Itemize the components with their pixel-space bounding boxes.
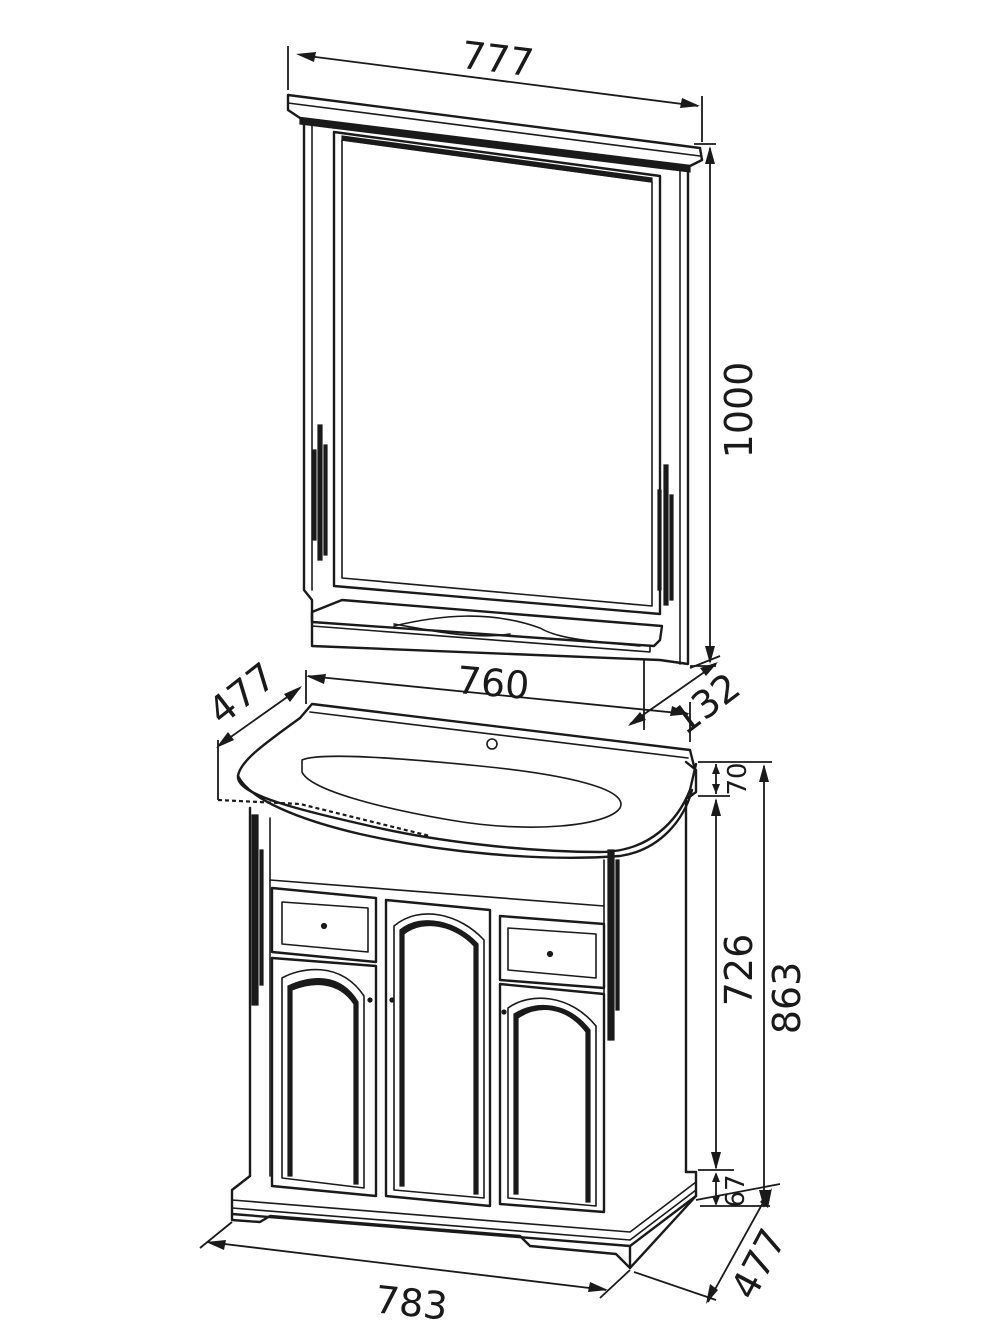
dim-label-783: 783 [373,1277,450,1328]
dim-label-132: 132 [664,664,748,743]
dim-label-477-top: 477 [200,654,284,733]
dim-label-1000: 1000 [717,362,761,459]
dim-label-777: 777 [459,33,536,86]
dim-label-726: 726 [717,934,761,1007]
dim-label-67: 67 [721,1174,751,1207]
dim-label-477-bottom: 477 [722,1222,795,1307]
vanity-cabinet [217,702,698,1270]
dimension-lines [199,46,781,1304]
dim-label-863: 863 [765,962,809,1035]
dim-label-760: 760 [455,658,531,708]
mirror [286,93,704,666]
dim-label-70: 70 [723,762,753,795]
